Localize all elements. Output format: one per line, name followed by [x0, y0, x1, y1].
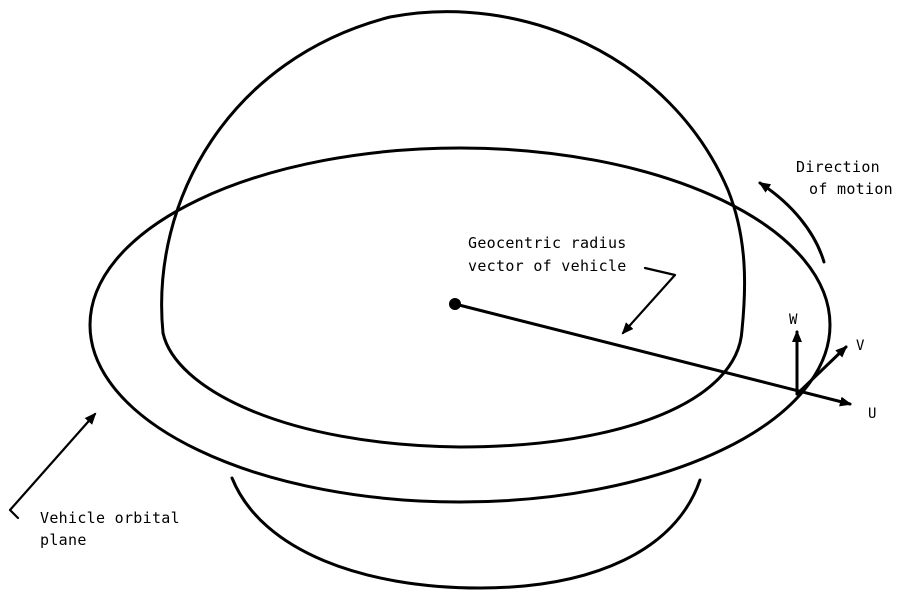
w-axis-label: W	[789, 312, 798, 328]
earth-hemisphere	[160, 10, 747, 335]
direction-label-line2: of motion	[809, 180, 893, 198]
direction-label-line1: Direction	[796, 158, 880, 176]
orbital-ring-outer	[88, 146, 832, 504]
radius-label-line2: vector of vehicle	[468, 257, 627, 275]
orbital-plane-label-line2: plane	[40, 531, 87, 549]
direction-of-motion-arrow	[758, 181, 826, 264]
radius-label-line1: Geocentric radius	[468, 234, 627, 252]
orbital-plane-leader	[8, 412, 97, 520]
orbital-ring-inner	[161, 328, 744, 449]
earth-lower-cap	[230, 476, 702, 590]
v-axis-label: V	[856, 338, 865, 354]
v-axis-arrow	[795, 345, 848, 396]
radius-label-leader	[621, 266, 677, 335]
orbital-plane-label-line1: Vehicle orbital	[40, 509, 180, 527]
radius-vector-u-axis	[453, 302, 852, 407]
u-axis-label: U	[868, 406, 876, 422]
